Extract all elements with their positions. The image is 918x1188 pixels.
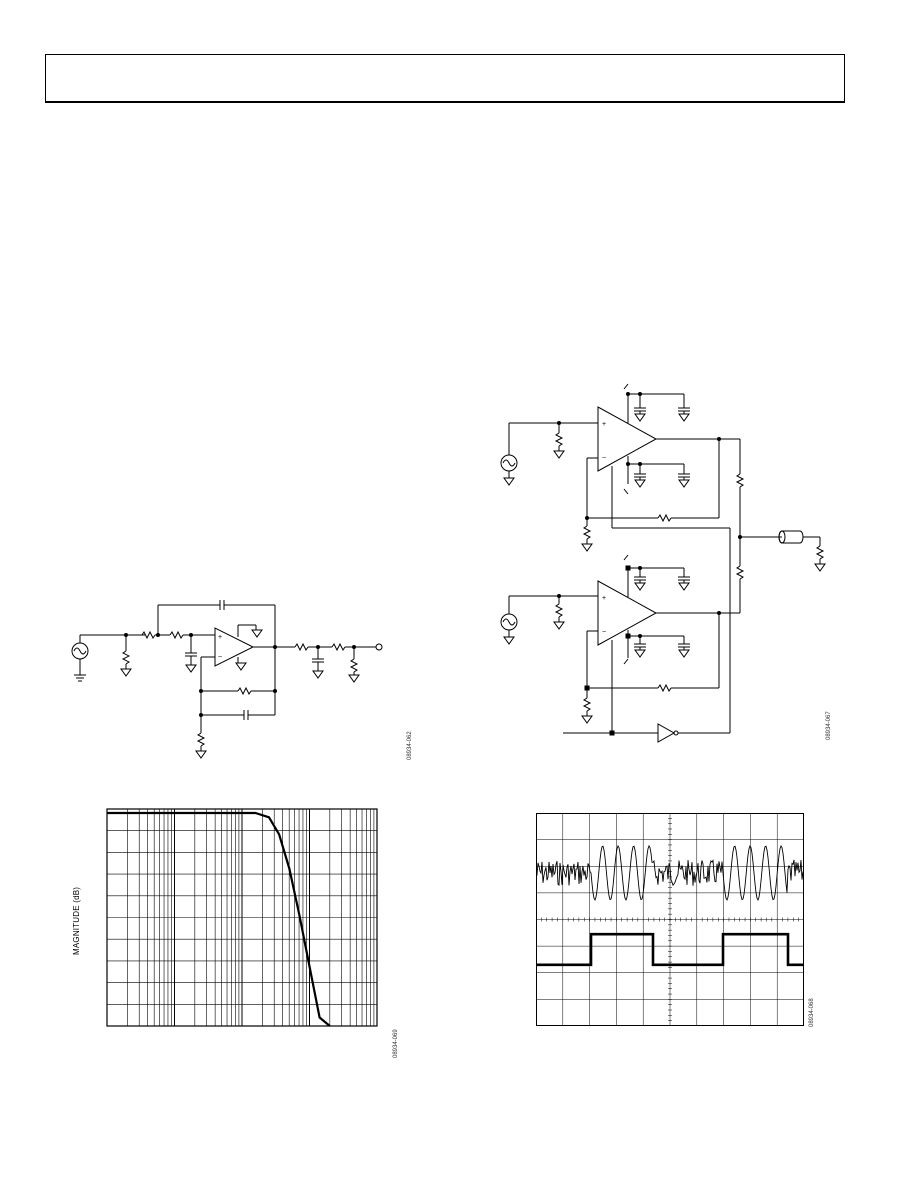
figure-code-067: 08934-067 <box>826 711 832 740</box>
channel-1-trace <box>536 844 804 901</box>
filter-response-chart <box>106 808 378 1027</box>
figure-code-062: 08934-062 <box>407 731 413 760</box>
response-y-axis-label: MAGNITUDE (dB) <box>72 886 81 955</box>
svg-text:−: − <box>602 455 606 462</box>
scope-capture <box>536 813 804 1026</box>
svg-text:−: − <box>602 629 606 636</box>
svg-text:+: + <box>218 634 222 641</box>
svg-text:+: + <box>602 421 606 428</box>
mux-schematic: + − <box>495 378 835 743</box>
svg-text:−: − <box>218 654 222 661</box>
response-curve-series <box>107 811 331 1027</box>
figure-code-069: 08934-069 <box>393 1029 399 1058</box>
svg-text:+: + <box>602 595 606 602</box>
figure-code-068: 08934-068 <box>809 998 815 1027</box>
filter-schematic: + − <box>70 595 400 765</box>
channel-2-trace <box>536 932 804 967</box>
page-header-box <box>45 54 845 103</box>
